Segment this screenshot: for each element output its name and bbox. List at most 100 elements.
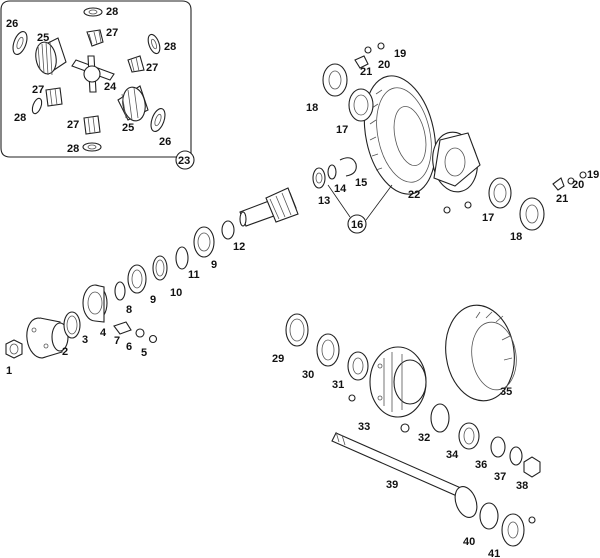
label-5: 5 — [141, 347, 147, 359]
lock-tab-21-left — [354, 55, 369, 69]
ring-gear-callout — [327, 184, 393, 234]
inset-washer-right-top — [147, 33, 161, 55]
spacer-11 — [175, 246, 189, 270]
label-2: 2 — [62, 346, 68, 358]
label-17-left: 17 — [336, 124, 348, 136]
label-35: 35 — [500, 386, 512, 398]
gasket-40 — [479, 502, 499, 530]
lock-nut-38 — [523, 456, 541, 478]
inset-pinion-left — [45, 87, 63, 107]
inset-washer-bottom — [82, 142, 102, 152]
hub-seal-30 — [316, 333, 340, 367]
label-25-top: 25 — [37, 32, 49, 44]
label-11: 11 — [188, 269, 200, 281]
label-28-top: 28 — [106, 6, 118, 18]
lock-tab-21-right — [552, 177, 565, 191]
bolt-33 — [348, 394, 356, 402]
adjuster-nut-18-right — [519, 197, 545, 231]
companion-flange — [26, 317, 69, 359]
inset-washer-left-low — [31, 97, 43, 115]
bolt-19-left — [377, 42, 385, 50]
bearing-9a — [127, 264, 147, 294]
inset-callout-circle — [175, 150, 195, 170]
inset-washer-left — [12, 30, 28, 56]
label-27-left: 27 — [32, 84, 44, 96]
label-9b: 9 — [211, 259, 217, 271]
drive-pinion-shaft — [239, 187, 299, 227]
pinion-oil-seal — [63, 311, 81, 339]
inset-pinion-right — [127, 55, 145, 73]
washer-20-left — [364, 46, 372, 54]
label-24: 24 — [104, 81, 117, 93]
label-18-left: 18 — [306, 102, 318, 114]
shim-12 — [221, 220, 235, 240]
label-15: 15 — [355, 177, 367, 189]
label-18-right: 18 — [510, 231, 522, 243]
label-38: 38 — [516, 480, 528, 492]
label-8: 8 — [126, 304, 132, 316]
axle-shaft-39 — [331, 431, 478, 518]
adjuster-nut-18-left — [322, 63, 348, 97]
label-30: 30 — [302, 369, 314, 381]
label-21-left: 21 — [360, 66, 372, 78]
small-screw-41 — [528, 516, 536, 524]
label-21-right: 21 — [556, 193, 568, 205]
bolts-22 — [443, 201, 472, 214]
label-31: 31 — [332, 379, 344, 391]
label-33: 33 — [358, 421, 370, 433]
label-39: 39 — [386, 479, 398, 491]
bearing-31 — [347, 351, 369, 381]
label-34: 34 — [446, 449, 459, 461]
circlip-15 — [339, 157, 357, 177]
label-7: 7 — [114, 335, 120, 347]
flange-nut — [5, 339, 23, 359]
callout-labels: 1 2 3 4 5 6 7 8 9 10 11 9 12 13 14 15 16… — [6, 6, 599, 558]
bearing-9b — [193, 226, 215, 258]
inset-cross-shaft — [71, 55, 115, 93]
shim-10a — [152, 255, 168, 281]
bearing-cup-17-right — [488, 177, 512, 209]
label-19-left: 19 — [394, 48, 406, 60]
label-29: 29 — [272, 353, 284, 365]
spacer-8 — [114, 281, 126, 301]
label-20-left: 20 — [378, 59, 390, 71]
label-17-right: 17 — [482, 212, 494, 224]
bearing-cup-17-left — [348, 88, 374, 122]
washer-20-right — [567, 177, 575, 185]
vent-bracket — [113, 321, 132, 335]
outer-bearing-housing — [82, 284, 108, 323]
brake-drum-35 — [445, 304, 517, 402]
bearing-13 — [312, 167, 326, 189]
inset-pinion-bottom — [83, 115, 101, 135]
crown-wheel — [363, 75, 437, 195]
label-27-top: 27 — [106, 27, 118, 39]
label-27-right: 27 — [146, 62, 158, 74]
label-20-right: 20 — [572, 179, 584, 191]
inset-washer-top — [83, 7, 103, 17]
wheel-hub-33 — [369, 346, 427, 418]
label-1: 1 — [6, 365, 12, 377]
label-4: 4 — [100, 327, 107, 339]
small-bolt-5 — [148, 334, 158, 344]
label-19-right: 19 — [587, 169, 599, 181]
inset-pinion-top — [86, 29, 104, 47]
label-37: 37 — [494, 471, 506, 483]
label-9a: 9 — [150, 294, 156, 306]
label-26-bottom: 26 — [159, 136, 171, 148]
label-23: 23 — [178, 155, 190, 167]
bolt-19-right — [579, 171, 587, 179]
washer-37 — [509, 446, 523, 466]
differential-case-22 — [432, 131, 481, 193]
label-16: 16 — [351, 219, 363, 231]
bearing-34 — [458, 422, 480, 450]
spacer-14 — [327, 164, 337, 180]
label-6: 6 — [126, 341, 132, 353]
flange-cap-41 — [501, 513, 525, 547]
inset-side-gear-left — [35, 37, 67, 76]
label-26-top: 26 — [6, 18, 18, 30]
hub-seal-29 — [285, 313, 309, 347]
inset-side-gear-right — [117, 85, 149, 122]
label-41: 41 — [488, 548, 500, 558]
drive-pinion-chain — [5, 187, 299, 359]
